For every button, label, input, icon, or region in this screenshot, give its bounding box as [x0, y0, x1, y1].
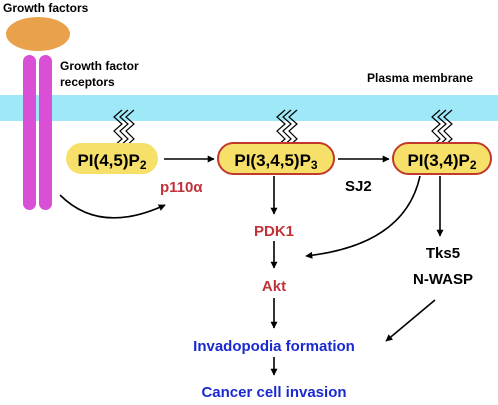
pi45p2-label: PI(4,5)P2 [77, 151, 146, 172]
sj2-label: SJ2 [345, 178, 372, 195]
pi345p3-pill [217, 142, 335, 175]
pdk1-label: PDK1 [254, 223, 294, 240]
receptors-label-line1: Growth factor [60, 59, 139, 73]
akt-label: Akt [262, 278, 286, 295]
tks5-label: Tks5 [426, 245, 460, 262]
invadopodia-label: Invadopodia formation [193, 338, 355, 355]
pi45p2-pill [66, 143, 158, 174]
arrow-pi34-to-akt-curve [305, 175, 421, 259]
receptors-label-line2: receptors [60, 75, 115, 89]
growth-factor-receptor [23, 55, 52, 210]
pi345p3-label: PI(3,4,5)P3 [234, 151, 318, 172]
p110-label: p110α [160, 179, 203, 196]
arrow-nwasp-to-invadopodia [385, 299, 436, 342]
plasma-membrane-label: Plasma membrane [367, 71, 473, 85]
pi34p2-pill [392, 142, 492, 175]
nwasp-label: N-WASP [413, 271, 473, 288]
plasma-membrane [0, 95, 498, 121]
lipid-anchor-2 [276, 109, 298, 147]
lipid-anchor-1 [113, 109, 135, 147]
invasion-label: Cancer cell invasion [201, 384, 346, 401]
growth-factors-label: Growth factors [3, 1, 89, 15]
lipid-anchor-3 [431, 109, 453, 147]
arrow-receptor-to-p110 [59, 194, 166, 219]
pi34p2-label: PI(3,4)P2 [407, 151, 476, 172]
growth-factor-shape [6, 17, 70, 51]
